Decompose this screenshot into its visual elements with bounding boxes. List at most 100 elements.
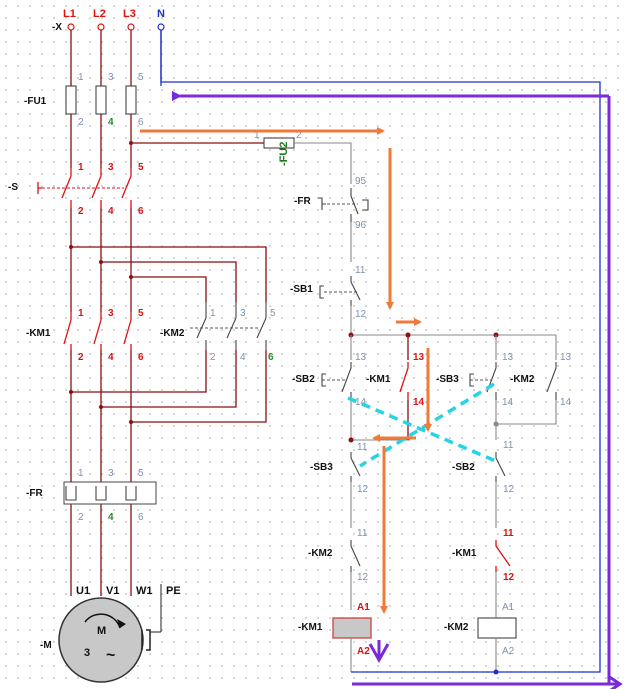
fr-pin-top-5: 5 (138, 468, 144, 479)
sb3-nc-pin-11: 11 (357, 442, 368, 453)
s-pin-bot-2: 2 (78, 206, 84, 217)
km2-coil-a1: A1 (502, 602, 515, 613)
motor-ac-symbol: ~ (106, 647, 115, 664)
sb2-tag: -SB2 (292, 374, 315, 385)
sb3-tag: -SB3 (436, 374, 459, 385)
terminal-l2 (97, 23, 105, 31)
km2-int-pin-11: 11 (357, 528, 368, 539)
sb3-nc-tag: -SB3 (310, 462, 333, 473)
fu2-tag: -FU2 (278, 142, 290, 166)
phase-l3-label: L3 (123, 8, 136, 20)
km2-pin-bot-6: 6 (268, 352, 274, 363)
fr-pin-top-3: 3 (108, 468, 114, 479)
km1-pin-top-1: 1 (78, 308, 84, 319)
km2-coil-tag: -KM2 (444, 622, 469, 633)
km2-main-tag: -KM2 (160, 328, 185, 339)
km1-pin-top-3: 3 (108, 308, 114, 319)
km2-pin-top-3: 3 (240, 308, 246, 319)
fr-pin-96: 96 (355, 220, 367, 231)
km2-aux-tag: -KM2 (510, 374, 535, 385)
km2-pin-top-5: 5 (270, 308, 276, 319)
s-pin-bot-6: 6 (138, 206, 144, 217)
motor-term-v1: V1 (106, 585, 119, 597)
switch-s: -S 1 3 5 2 4 6 (8, 162, 144, 217)
motor-term-u1: U1 (76, 585, 90, 597)
sb2-nc-tag: -SB2 (452, 462, 475, 473)
km1-pin-top-5: 5 (138, 308, 144, 319)
km1-pin-bot-6: 6 (138, 352, 144, 363)
sb2-nc-pin-11: 11 (503, 440, 514, 451)
interlock-dash-1 (347, 396, 499, 464)
switch-s-tag: -S (8, 182, 18, 193)
motor-term-w1: W1 (136, 585, 153, 597)
s-pin-top-1: 1 (78, 162, 84, 173)
fr-pin-top-1: 1 (78, 468, 84, 479)
main-wires (69, 30, 267, 596)
km1-int-pin-12: 12 (503, 572, 515, 583)
supply-terminals: -X L1 L2 L3 N (52, 8, 165, 33)
fu1-pin-top-5: 5 (138, 72, 144, 83)
thermal-relay-fr-main: -FR 1 3 5 2 4 6 (26, 468, 157, 523)
fr-pin-bot-2: 2 (78, 512, 84, 523)
km2-pin-top-1: 1 (210, 308, 216, 319)
pe-label: PE (166, 585, 181, 597)
km2-aux-pin-14: 14 (560, 397, 572, 408)
motor-phases: 3 (84, 647, 90, 659)
km1-coil (332, 617, 372, 639)
km2-int-pin-12: 12 (357, 572, 369, 583)
sb1-pin-11: 11 (355, 265, 366, 276)
neutral-label: N (157, 8, 165, 20)
current-flow-overlay (140, 91, 623, 689)
sb3-pin-14: 14 (502, 397, 514, 408)
km2-pin-bot-2: 2 (210, 352, 216, 363)
phase-l2-label: L2 (93, 8, 106, 20)
terminal-l3 (127, 23, 135, 31)
terminal-block-label: -X (52, 22, 62, 33)
fr-pin-95: 95 (355, 176, 367, 187)
km1-aux-pin-13: 13 (413, 352, 425, 363)
fu1-pin-bot-6: 6 (138, 117, 144, 128)
terminal-l1 (67, 23, 75, 31)
fr-pin-bot-4: 4 (108, 512, 114, 523)
fuse-fu1: -FU1 1 3 5 2 4 6 (24, 72, 144, 128)
km2-aux-pin-13: 13 (560, 352, 572, 363)
sb2-nc-pin-12: 12 (503, 484, 515, 495)
km1-pin-bot-2: 2 (78, 352, 84, 363)
fu1-pin-bot-4: 4 (108, 117, 114, 128)
sb1-pin-12: 12 (355, 309, 367, 320)
fu2-pin-2: 2 (296, 130, 302, 141)
fu1-tag: -FU1 (24, 96, 47, 107)
fr-pin-bot-6: 6 (138, 512, 144, 523)
motor-tag: -M (40, 640, 52, 651)
km1-coil-tag: -KM1 (298, 622, 323, 633)
km2-pin-bot-4: 4 (240, 352, 246, 363)
s-pin-bot-4: 4 (108, 206, 114, 217)
km1-main-contacts: -KM1 1 3 5 2 4 6 (26, 308, 144, 363)
km1-int-pin-11: 11 (503, 528, 514, 539)
motor-m: U1 V1 W1 PE -M M 3 ~ (40, 584, 181, 683)
km1-aux-tag: -KM1 (366, 374, 391, 385)
km1-coil-a2: A2 (357, 646, 370, 657)
fu1-pin-top-3: 3 (108, 72, 114, 83)
km1-aux-pin-14: 14 (413, 397, 425, 408)
sb2-pin-14: 14 (355, 397, 367, 408)
km1-int-tag: -KM1 (452, 548, 477, 559)
fr-aux-tag: -FR (294, 196, 311, 207)
fu2-pin-1: 1 (254, 130, 260, 141)
s-pin-top-5: 5 (138, 162, 144, 173)
fu1-pin-top-1: 1 (78, 72, 84, 83)
terminal-n (157, 23, 165, 31)
sb1-tag: -SB1 (290, 284, 313, 295)
sb3-pin-13: 13 (502, 352, 514, 363)
motor-letter: M (97, 625, 106, 637)
fr-main-tag: -FR (26, 488, 43, 499)
sb2-pin-13: 13 (355, 352, 367, 363)
s-pin-top-3: 3 (108, 162, 114, 173)
sb3-nc-pin-12: 12 (357, 484, 369, 495)
km2-coil-a2: A2 (502, 646, 515, 657)
control-circuit: 1 2 -FU2 -FR 95 96 -SB1 11 12 13 14 -SB2 (131, 30, 601, 675)
km1-main-tag: -KM1 (26, 328, 51, 339)
km2-int-tag: -KM2 (308, 548, 333, 559)
km1-coil-a1: A1 (357, 602, 370, 613)
